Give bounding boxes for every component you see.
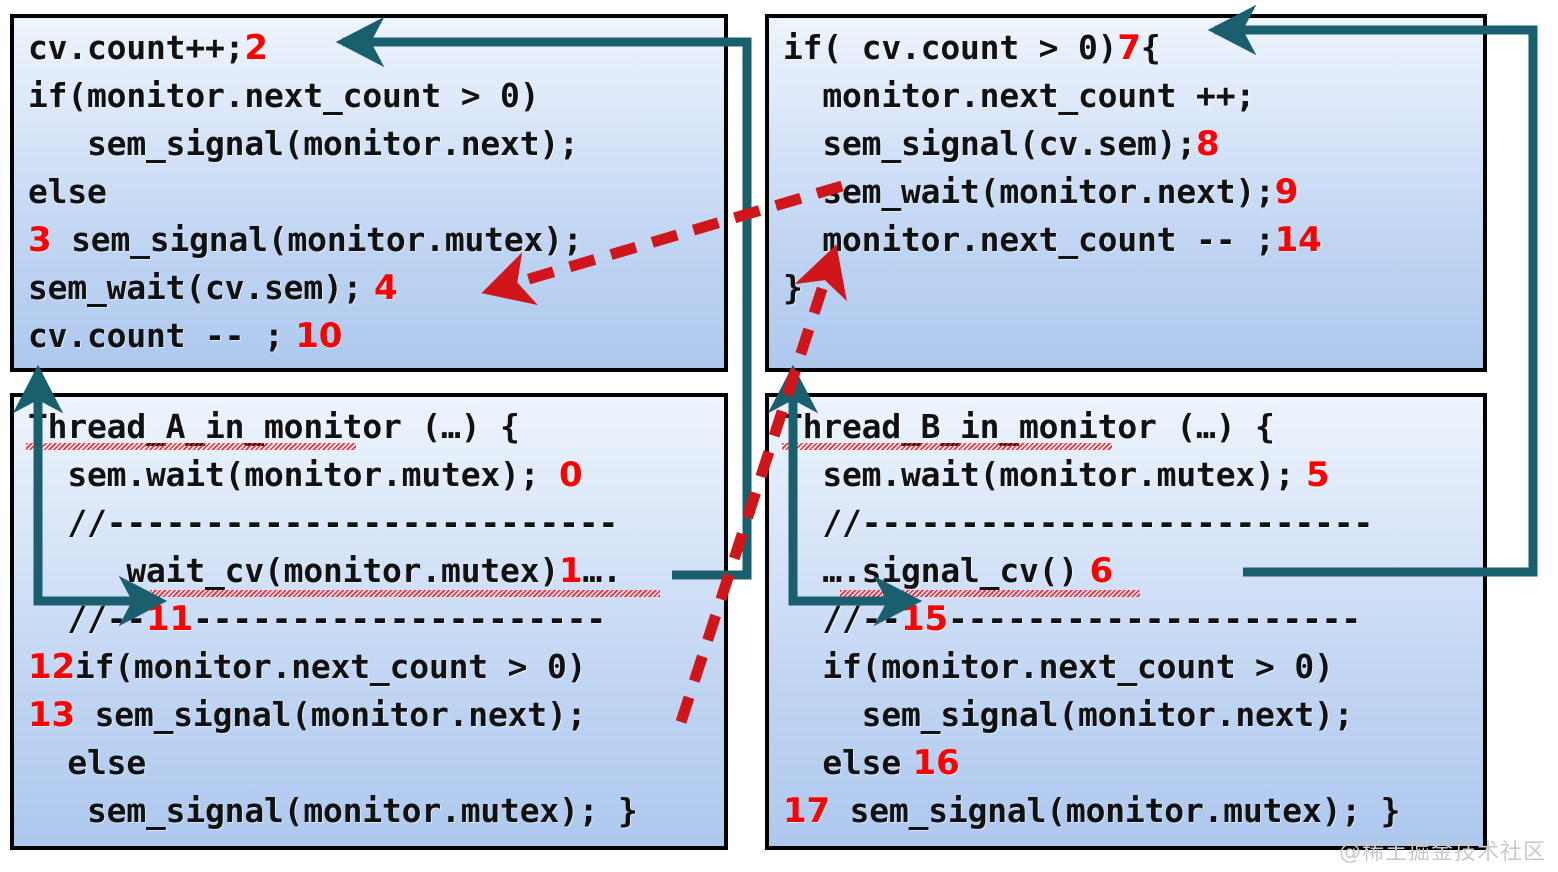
code-line: } (783, 268, 803, 307)
code-line: sem_signal(monitor.next); (28, 124, 579, 163)
code-line: sem_signal(cv.sem);8 (783, 124, 1220, 164)
code-line: monitor.next_count -- ;14 (783, 220, 1322, 260)
code-line: else (28, 743, 147, 782)
code-line: //--15--------------------- (783, 599, 1361, 639)
code-line-thread-a-header: Thread_A_in_monitor (…) { (28, 407, 520, 446)
code-line: 13 sem_signal(monitor.next); (28, 695, 587, 735)
code-line: if(monitor.next_count > 0) (783, 647, 1334, 686)
code-line: else 16 (783, 743, 960, 783)
code-box-thread-a: Thread_A_in_monitor (…) { sem.wait(monit… (10, 393, 728, 850)
code-line: sem_signal(monitor.next); (783, 695, 1354, 734)
code-line: sem_signal(monitor.mutex); } (28, 791, 638, 830)
code-box-wait-cv: cv.count++;2 if(monitor.next_count > 0) … (10, 14, 728, 372)
code-line: else (28, 172, 107, 211)
watermark: @稀土掘金技术社区 (1338, 840, 1546, 865)
code-line: 3 sem_signal(monitor.mutex); (28, 220, 583, 260)
code-line: sem_wait(monitor.next);9 (783, 172, 1299, 212)
code-line: if( cv.count > 0)7{ (783, 28, 1161, 68)
code-line: //-------------------------- (28, 503, 619, 542)
code-line: cv.count++;2 (28, 28, 268, 68)
code-line: wait_cv(monitor.mutex)1…. (28, 551, 622, 591)
code-line: //--11--------------------- (28, 599, 606, 639)
code-line: //-------------------------- (783, 503, 1374, 542)
code-line: ….signal_cv() 6 (783, 551, 1114, 591)
code-line: 12if(monitor.next_count > 0) (28, 647, 587, 687)
code-line-thread-b-header: Thread_B_in_monitor (…) { (783, 407, 1275, 446)
code-line: cv.count -- ; 10 (28, 316, 343, 356)
code-line: sem.wait(monitor.mutex); 5 (783, 455, 1330, 495)
code-line: if(monitor.next_count > 0) (28, 76, 540, 115)
code-box-signal-cv: if( cv.count > 0)7{ monitor.next_count +… (765, 14, 1487, 372)
code-line: 17 sem_signal(monitor.mutex); } (783, 791, 1401, 831)
code-box-thread-b: Thread_B_in_monitor (…) { sem.wait(monit… (765, 393, 1487, 850)
code-line: sem.wait(monitor.mutex); 0 (28, 455, 583, 495)
code-line: sem_wait(cv.sem); 4 (28, 268, 398, 308)
code-line: monitor.next_count ++; (783, 76, 1256, 115)
